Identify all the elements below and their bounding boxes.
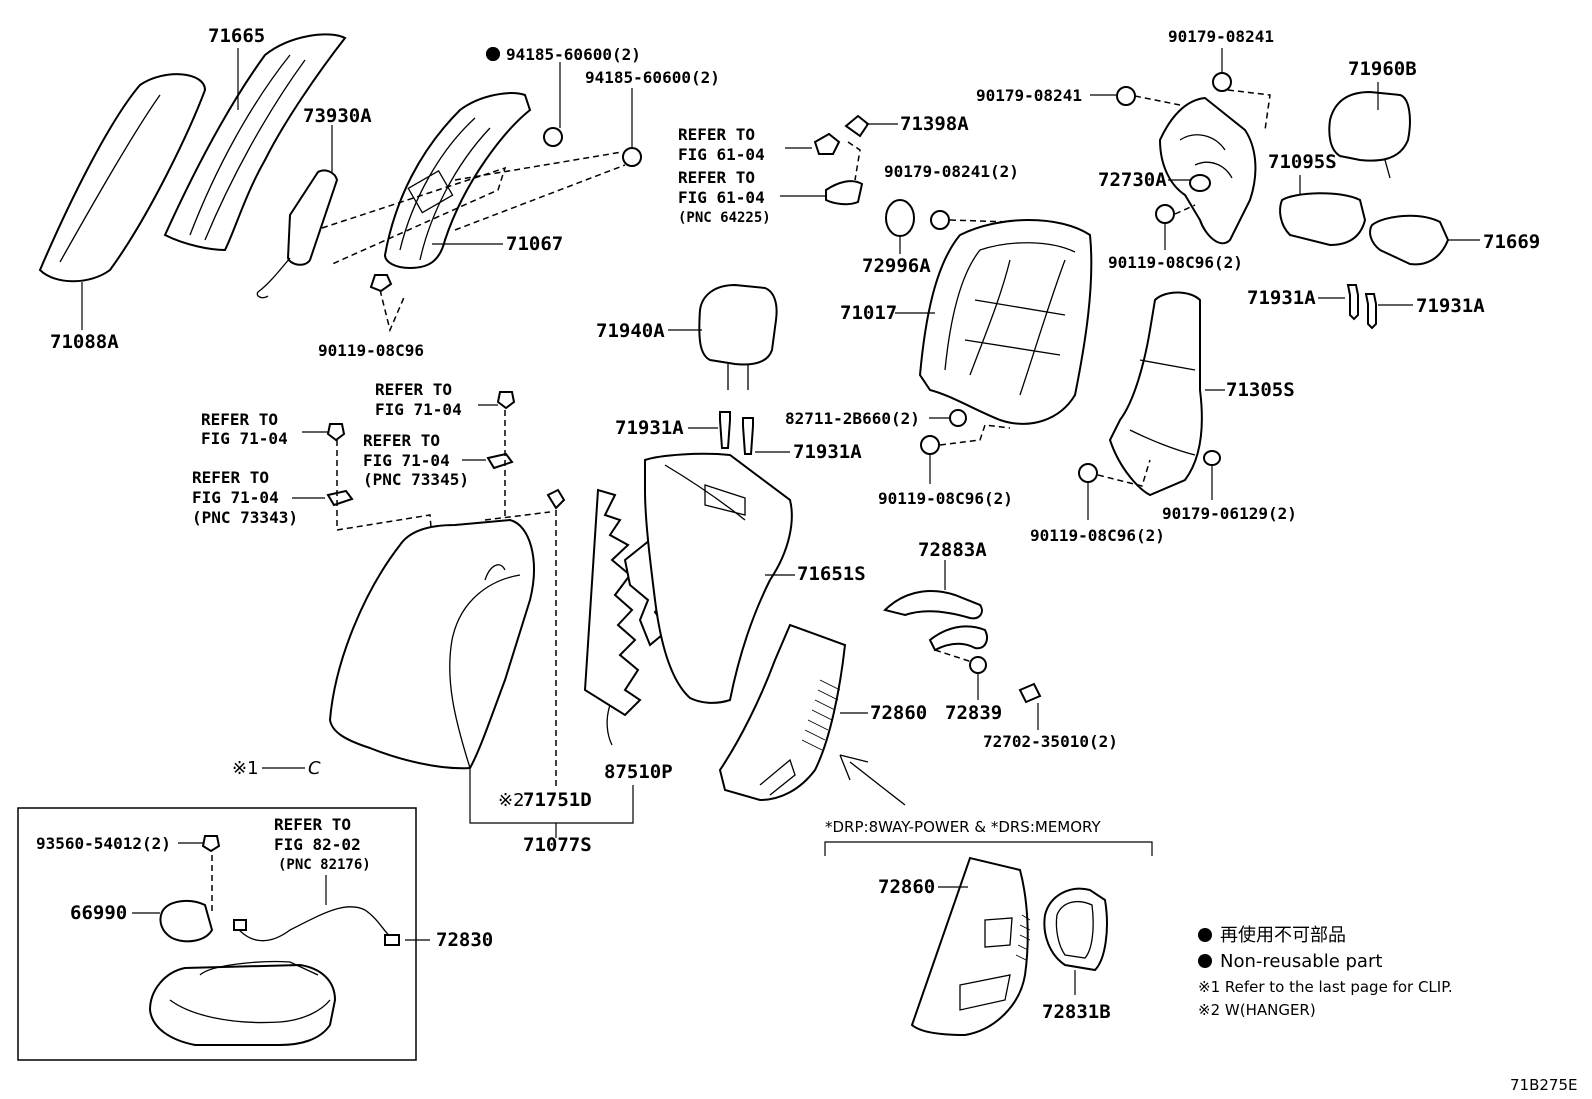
label-71669: 71669 [1483,231,1540,253]
refer-71-c-line1: REFER TO [363,431,440,450]
cover-71669 [1369,214,1450,266]
seatback-cover [328,518,535,770]
board-72860-b [910,856,1029,1037]
refer-71-c-line2: FIG 71-04 [363,451,450,470]
refer-71-a-line1: REFER TO [375,380,452,399]
label-71931A-a: 71931A [1247,287,1316,309]
label-90179-08241-top: 90179-08241 [1168,27,1274,46]
label-72883A: 72883A [918,539,987,561]
refer-71-b-line1: REFER TO [201,410,278,429]
label-71095S: 71095S [1268,151,1337,173]
label-72996A: 72996A [862,255,931,277]
pad-71651S [644,452,793,704]
pad-71017 [918,219,1093,425]
note2-mark: ※2 [498,790,525,811]
legend-jp-nonreusable: 再使用不可部品 [1220,925,1346,946]
label-93560-54012: 93560-54012(2) [36,834,171,853]
label-71665: 71665 [208,25,265,47]
bracket-72883A [883,590,983,620]
legend-nonreusable-icon [1198,954,1212,968]
label-71651S: 71651S [797,563,866,585]
legend-note2: ※2 W(HANGER) [1198,1001,1316,1019]
frame-71305S [1108,291,1203,497]
label-71077S: 71077S [523,834,592,856]
pad-71095S [1279,192,1367,247]
label-73930A: 73930A [303,105,372,127]
drp-drs-condition: *DRP:8WAY-POWER & *DRS:MEMORY [825,818,1102,836]
nonreusable-marker-icon [486,47,500,61]
label-90179-08241-2: 90179-08241(2) [884,162,1019,181]
label-90179-08241-mid: 90179-08241 [976,86,1082,105]
note1-mark: ※1 [232,758,259,779]
cap-72996A [885,199,915,237]
refer-71-d-line3: (PNC 73343) [192,508,298,527]
harness-82176 [234,906,396,942]
knob-72839 [969,656,987,674]
note1-clip: C [308,758,321,779]
switch-66990 [159,899,214,943]
mechanism-72730A [1158,96,1257,245]
label-71305S: 71305S [1226,379,1295,401]
label-71398A: 71398A [900,113,969,135]
refer-61-a-line1: REFER TO [678,125,755,144]
refer-71-b-line2: FIG 71-04 [201,429,288,448]
label-71088A: 71088A [50,331,119,353]
label-90119-08C96-b: 90119-08C96(2) [1108,253,1243,272]
label-90119-08C96-a: 90119-08C96 [318,341,424,360]
refer-61-b-line2: FIG 61-04 [678,188,765,207]
label-71751D: 71751D [523,789,592,811]
label-94185-60600-a: 94185-60600(2) [506,45,641,64]
refer-71-d-line1: REFER TO [192,468,269,487]
headrest-71960B [1328,90,1411,162]
garnish-71665 [163,33,347,252]
label-66990: 66990 [70,902,127,924]
label-72860-a: 72860 [870,702,927,724]
board-72860-a [718,623,847,802]
refer-71-d-line2: FIG 71-04 [192,488,279,507]
headrest-71940A [698,283,778,366]
refer-61-a-line2: FIG 61-04 [678,145,765,164]
figure-code: 71B275E [1510,1076,1578,1094]
refer-82-line2: FIG 82-02 [274,835,361,854]
label-82711-2B660: 82711-2B660(2) [785,409,920,428]
refer-82-line3: (PNC 82176) [278,857,371,873]
label-72839: 72839 [945,702,1002,724]
legend-note1: ※1 Refer to the last page for CLIP. [1198,978,1453,996]
label-72860-b: 72860 [878,876,935,898]
armrest-72830 [148,963,337,1046]
frame-72831B [1043,887,1108,972]
refer-82-line1: REFER TO [274,815,351,834]
label-71067: 71067 [506,233,563,255]
label-71931A-b: 71931A [1416,295,1485,317]
heater-87510P [583,488,642,717]
view-arrow-icon [839,754,906,806]
label-90119-08C96-d: 90119-08C96(2) [1030,526,1165,545]
label-71940A: 71940A [596,320,665,342]
shield-71067 [383,92,532,270]
legend-non-reusable-part: Non-reusable part [1220,951,1382,972]
armrest-group-box [17,807,417,1061]
refer-61-b-line3: (PNC 64225) [678,210,771,226]
refer-71-c-line3: (PNC 73345) [363,470,469,489]
label-90179-06129: 90179-06129(2) [1162,504,1297,523]
label-71931A-c: 71931A [615,417,684,439]
label-87510P: 87510P [604,761,673,783]
label-72831B: 72831B [1042,1001,1111,1023]
cover-71088A [38,73,207,283]
label-71960B: 71960B [1348,58,1417,80]
legend-nonreusable-icon-jp [1198,928,1212,942]
refer-61-b-line1: REFER TO [678,168,755,187]
airbag-73930A [286,169,339,266]
label-71931A-d: 71931A [793,441,862,463]
label-72830: 72830 [436,929,493,951]
label-90119-08C96-c: 90119-08C96(2) [878,489,1013,508]
label-72702-35010: 72702-35010(2) [983,732,1118,751]
refer-71-a-line2: FIG 71-04 [375,400,462,419]
label-72730A: 72730A [1098,169,1167,191]
label-71017: 71017 [840,302,897,324]
label-94185-60600-b: 94185-60600(2) [585,68,720,87]
